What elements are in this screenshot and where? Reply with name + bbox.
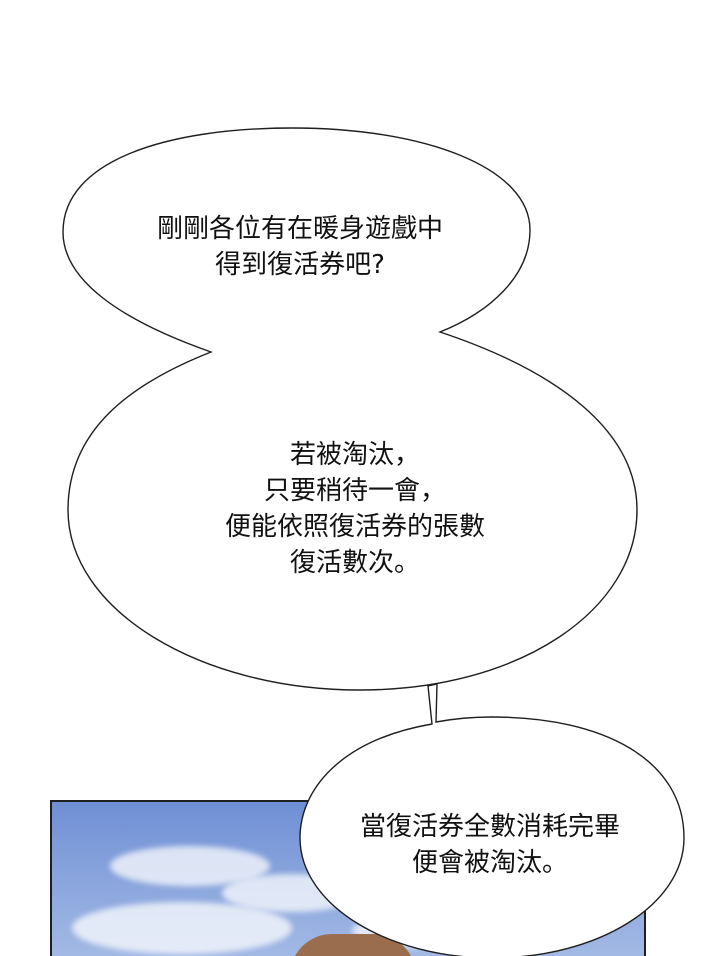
character-hair	[290, 934, 416, 956]
bubble-text-line: 剛剛各位有在暖身遊戲中	[156, 214, 443, 244]
bubble-text: 當復活券全數消耗完畢 便會被淘汰。	[320, 809, 660, 881]
cloud	[72, 902, 292, 954]
bubble-text-line: 得到復活券吧?	[215, 250, 385, 280]
bubble-text-line: 當復活券全數消耗完畢	[359, 812, 620, 842]
bubble-text-line: 便能依照復活券的張數	[224, 512, 485, 542]
bubble-text-line: 只要稍待一會，	[263, 476, 446, 506]
bubble-text-line: 便會被淘汰。	[411, 848, 568, 878]
bubble-text: 剛剛各位有在暖身遊戲中 得到復活券吧?	[110, 211, 490, 283]
speech-bubble	[299, 683, 685, 956]
speech-bubble	[62, 127, 638, 691]
bubble-text-line: 若被淘汰，	[289, 440, 420, 470]
bubble-text-line: 復活數次。	[289, 548, 420, 578]
bubble-text: 若被淘汰， 只要稍待一會， 便能依照復活券的張數 復活數次。	[150, 437, 560, 581]
